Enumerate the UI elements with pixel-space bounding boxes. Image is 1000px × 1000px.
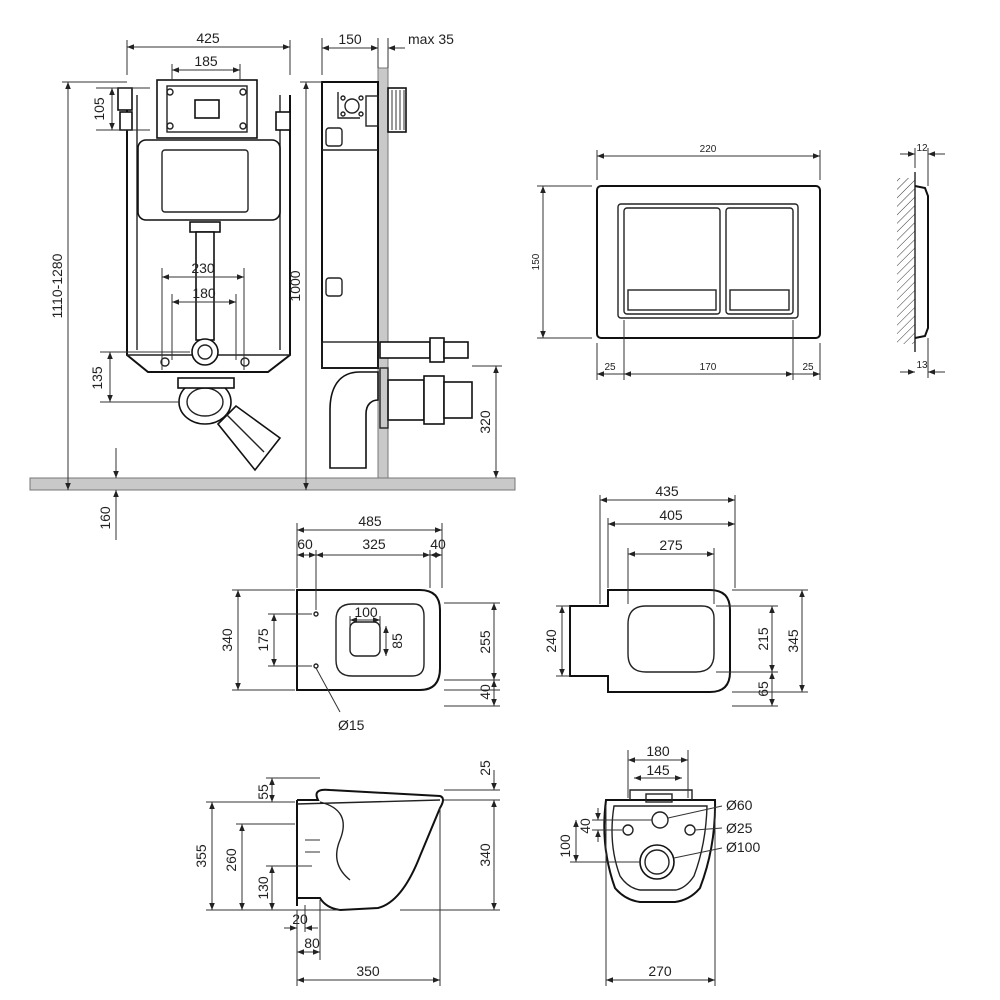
dim-frame-height: 1110-1280 (49, 253, 65, 318)
dim-bowl-holes-175: 175 (255, 628, 271, 652)
dim-bowl-rear-60: 60 (297, 536, 313, 552)
dim-side-total-355: 355 (193, 844, 209, 868)
dim-outlet-spacing-230: 230 (191, 260, 215, 276)
dim-seat-275: 275 (659, 537, 683, 553)
dim-top-offset: 105 (91, 97, 107, 121)
hole-25-left (622, 824, 634, 836)
dim-seat-240: 240 (543, 629, 559, 653)
dim-outlet-spacing-180: 180 (192, 285, 216, 301)
flush-button-left (623, 207, 721, 315)
dim-drain-height: 320 (477, 410, 493, 434)
dim-seat-405: 405 (659, 507, 683, 523)
dim-side-top-25: 25 (477, 760, 493, 776)
dim-plate-right-25: 25 (802, 362, 814, 373)
dim-plate-side-12: 12 (916, 143, 928, 154)
frame-side-view: 150 max 35 1000 320 (287, 31, 502, 490)
flush-button-right (725, 207, 794, 315)
dim-plate-width: 185 (194, 53, 218, 69)
dim-bowl-inner-85: 85 (389, 633, 405, 649)
dim-seat-345: 345 (785, 629, 801, 653)
dim-rear-100: 100 (557, 834, 573, 858)
dim-floor-below: 160 (97, 506, 113, 530)
dim-seat-65: 65 (755, 681, 771, 697)
dim-rear-width-270: 270 (648, 963, 672, 979)
dim-bowl-length-485: 485 (358, 513, 382, 529)
dim-frame-width: 425 (196, 30, 220, 46)
flush-plate-view: 220 150 25 170 25 12 13 (531, 143, 945, 380)
dim-plate-height-150: 150 (531, 253, 542, 270)
dim-outlet-height: 135 (89, 366, 105, 390)
bowl-seat-view: 435 405 275 240 215 65 345 (543, 483, 808, 707)
flush-plate (596, 185, 821, 339)
bowl-side-view: 25 340 55 355 260 130 20 80 350 (193, 760, 500, 986)
dim-bowl-right-255: 255 (477, 630, 493, 654)
dim-max-wall: max 35 (408, 31, 454, 47)
bowl-top-view: 485 60 325 40 100 85 340 175 255 (219, 513, 500, 733)
frame-side-body (321, 81, 379, 369)
dim-bowl-mid-325: 325 (362, 536, 386, 552)
dim-frame-height-side: 1000 (287, 270, 303, 301)
wall-hatch (897, 178, 915, 344)
dim-side-length-350: 350 (356, 963, 380, 979)
dim-bowl-hole-100: 100 (354, 604, 378, 620)
dim-rear-145: 145 (646, 762, 670, 778)
dim-side-drain-130: 130 (255, 876, 271, 900)
dim-rear-dia-60: Ø60 (726, 797, 753, 813)
dim-seat-435: 435 (655, 483, 679, 499)
bowl-rear-view: 180 145 Ø60 Ø25 Ø100 40 100 270 (557, 743, 760, 986)
dim-side-rim-55: 55 (255, 784, 271, 800)
dim-side-depth-80: 80 (304, 935, 320, 951)
floor-slab (29, 477, 516, 491)
dim-frame-depth: 150 (338, 31, 362, 47)
hole-60 (651, 811, 669, 829)
dim-side-right-340: 340 (477, 843, 493, 867)
dim-plate-inner-170: 170 (700, 362, 717, 373)
dim-rear-180: 180 (646, 743, 670, 759)
dim-plate-width-220: 220 (700, 144, 717, 155)
dim-bowl-bottom-40: 40 (477, 684, 493, 700)
dim-plate-side-13: 13 (916, 360, 928, 371)
dim-side-wall-260: 260 (223, 848, 239, 872)
dim-hole-diameter: Ø15 (338, 717, 365, 733)
dim-bowl-front-40: 40 (430, 536, 446, 552)
hole-25-right (684, 824, 696, 836)
dim-rear-dia-100: Ø100 (726, 839, 760, 855)
bowl-top-outline (296, 589, 441, 691)
cistern (137, 139, 281, 221)
dim-side-gap-20: 20 (292, 911, 308, 927)
dim-rear-40: 40 (577, 818, 593, 834)
dim-bowl-width-340: 340 (219, 628, 235, 652)
dim-plate-left-25: 25 (604, 362, 616, 373)
frame-front-view: 425 185 105 1110-1280 230 180 135 160 (29, 30, 516, 540)
bowl-side-outline (297, 788, 444, 912)
dim-seat-215: 215 (755, 627, 771, 651)
dim-rear-dia-25: Ø25 (726, 820, 753, 836)
